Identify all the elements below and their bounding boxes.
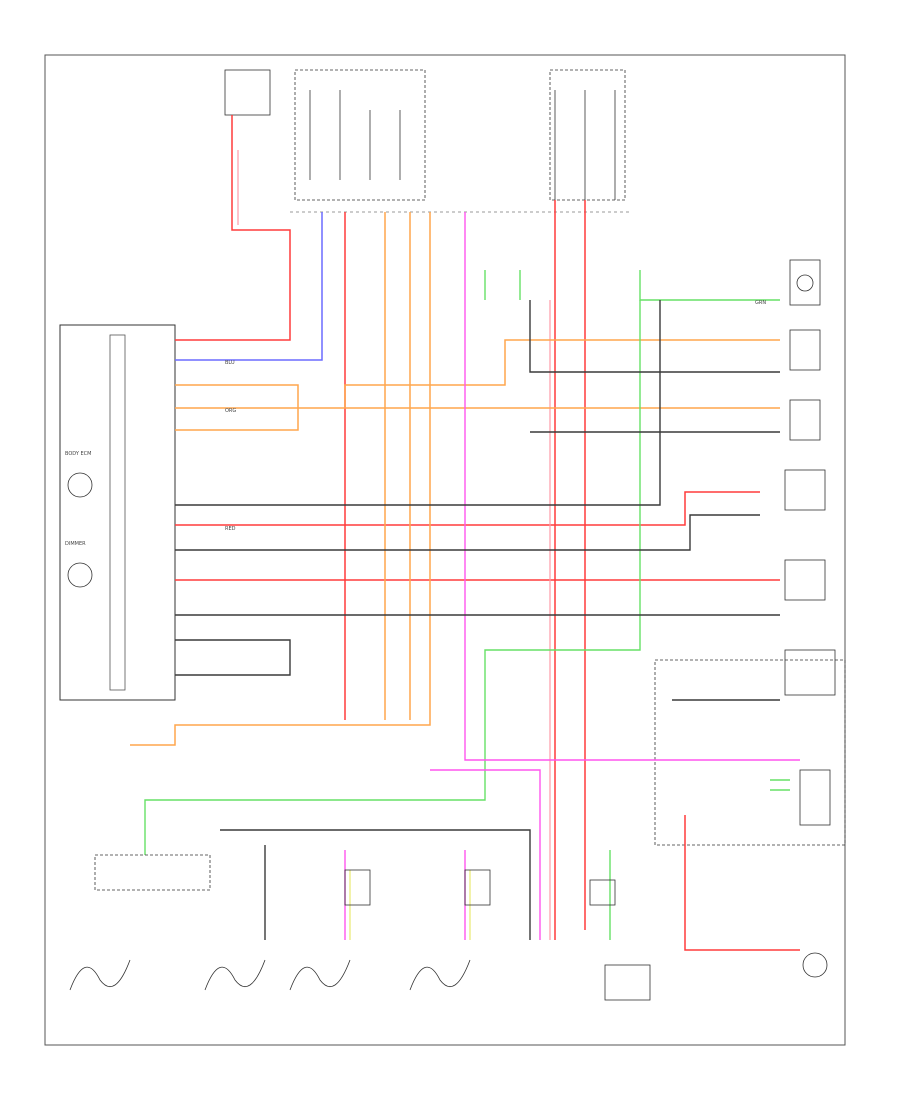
right-rear-lamp (409, 959, 471, 991)
right-license-box (784, 559, 826, 601)
fuse-block-3 (549, 69, 626, 201)
dimmer-icon (67, 472, 93, 498)
wire-label-org: ORG (225, 408, 236, 414)
relay-small (344, 869, 371, 906)
switch-icon (67, 562, 93, 588)
body-ecm-label: BODY ECM (65, 451, 91, 457)
wire-label-grn: GRN (755, 300, 766, 306)
green-wires (144, 270, 790, 940)
fuse-block-2 (294, 69, 426, 201)
left-license-box (784, 649, 836, 696)
left-rear-lamp (204, 959, 266, 991)
hi-mount-box (799, 769, 831, 826)
right-module-frame (654, 659, 846, 846)
body-ecm-module: BODY ECM DIMMER (59, 324, 176, 701)
magenta-wires (344, 212, 800, 940)
passenger-lamp (289, 959, 351, 991)
blue-wire (175, 212, 323, 361)
luggage-lamp-icon (802, 952, 828, 978)
fuel-lid-lamp (69, 959, 131, 991)
left-tail-lamp-box (784, 469, 826, 511)
rear-fog-lamp-box (789, 329, 821, 371)
wire-label-blu: BLU (225, 360, 235, 366)
lamp-assembly-box (94, 854, 211, 891)
relay-small-2 (464, 869, 491, 906)
red-wires (175, 115, 800, 951)
dark-wires (175, 300, 780, 940)
brake-switch-box (789, 259, 821, 306)
pink-wires (237, 150, 551, 940)
diagram-border (44, 54, 846, 1046)
fuse-small (589, 879, 616, 906)
bottom-lamp-group (69, 854, 651, 1001)
fuse-block-group (224, 69, 626, 201)
fuse-block-1 (224, 69, 271, 116)
orange-wires (130, 212, 780, 746)
dimmer-label: DIMMER (65, 541, 86, 547)
right-lamp-group (654, 259, 846, 978)
stoplamp-box (604, 964, 651, 1001)
wire-label-red: RED (225, 526, 236, 532)
right-tail-lamp-box (789, 399, 821, 441)
